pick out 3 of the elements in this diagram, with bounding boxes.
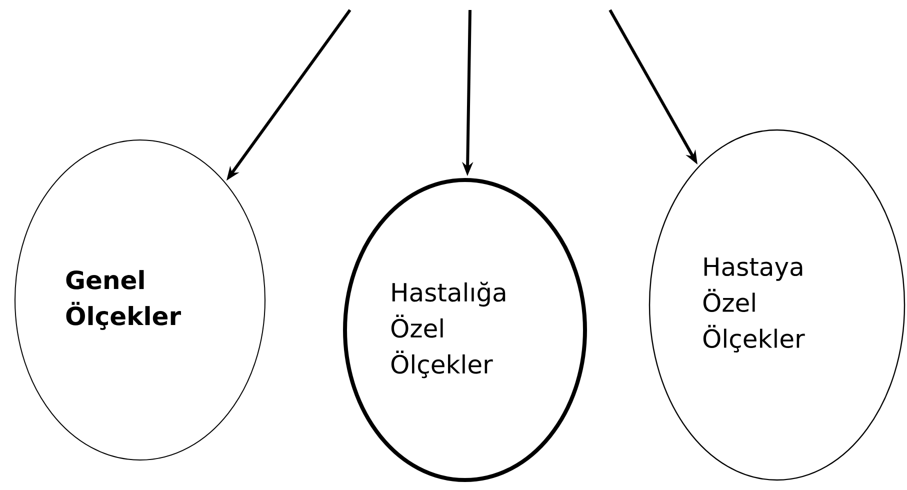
- ellipse-node: Hastaya Özel Ölçekler: [648, 129, 906, 481]
- ellipse-node: Hastalığa Özel Ölçekler: [343, 178, 587, 482]
- ellipse-node: Genel Ölçekler: [14, 140, 266, 460]
